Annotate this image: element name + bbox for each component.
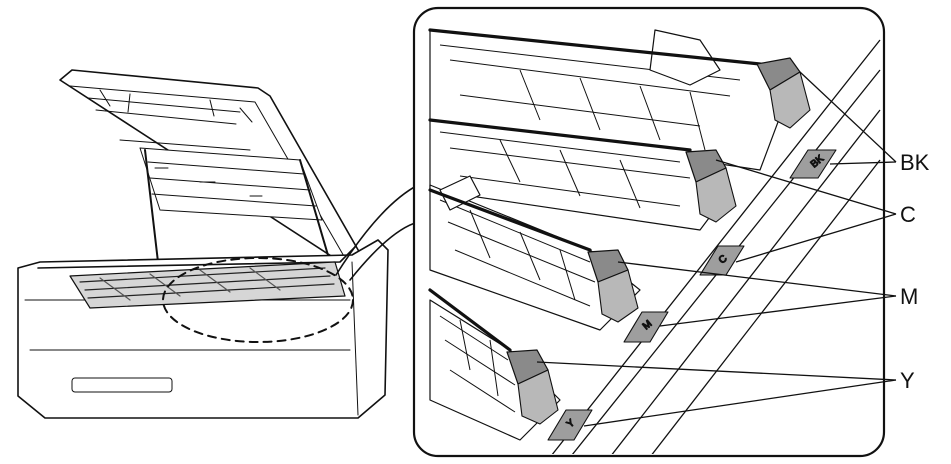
lid-inner-panel (139, 147, 323, 221)
label-c: C (900, 202, 916, 227)
zoom-connector (335, 184, 419, 281)
callout-line-bk-1 (799, 71, 897, 163)
zoom-panel: BK C M Y (412, 6, 886, 458)
lid-arm-right (299, 159, 331, 263)
color-tabs (547, 149, 837, 441)
drum-body-bk (429, 29, 791, 171)
callout-line-bk-2 (829, 161, 897, 165)
highlight-ellipse (162, 257, 354, 343)
callout-line-m-2 (659, 295, 897, 327)
tab-y (547, 409, 593, 441)
label-y: Y (900, 368, 915, 393)
callout-lines (536, 71, 897, 427)
printer-drum-bay (69, 261, 346, 309)
callout-line-c-1 (715, 159, 897, 215)
drum-handle-bodies (517, 71, 811, 425)
callout-line-y-1 (536, 361, 897, 381)
callout-line-m-1 (617, 261, 897, 297)
label-m: M (900, 284, 918, 309)
callout-line-y-2 (583, 379, 897, 427)
tab-bk (789, 149, 837, 179)
frame-rails (539, 39, 881, 454)
lid-arm-left (144, 149, 159, 263)
printer-illustration (17, 69, 419, 419)
callout-line-c-2 (735, 213, 897, 263)
label-bk: BK (900, 150, 930, 175)
tab-m (623, 311, 669, 343)
tab-c (699, 245, 745, 276)
drum-rods (428, 28, 762, 352)
